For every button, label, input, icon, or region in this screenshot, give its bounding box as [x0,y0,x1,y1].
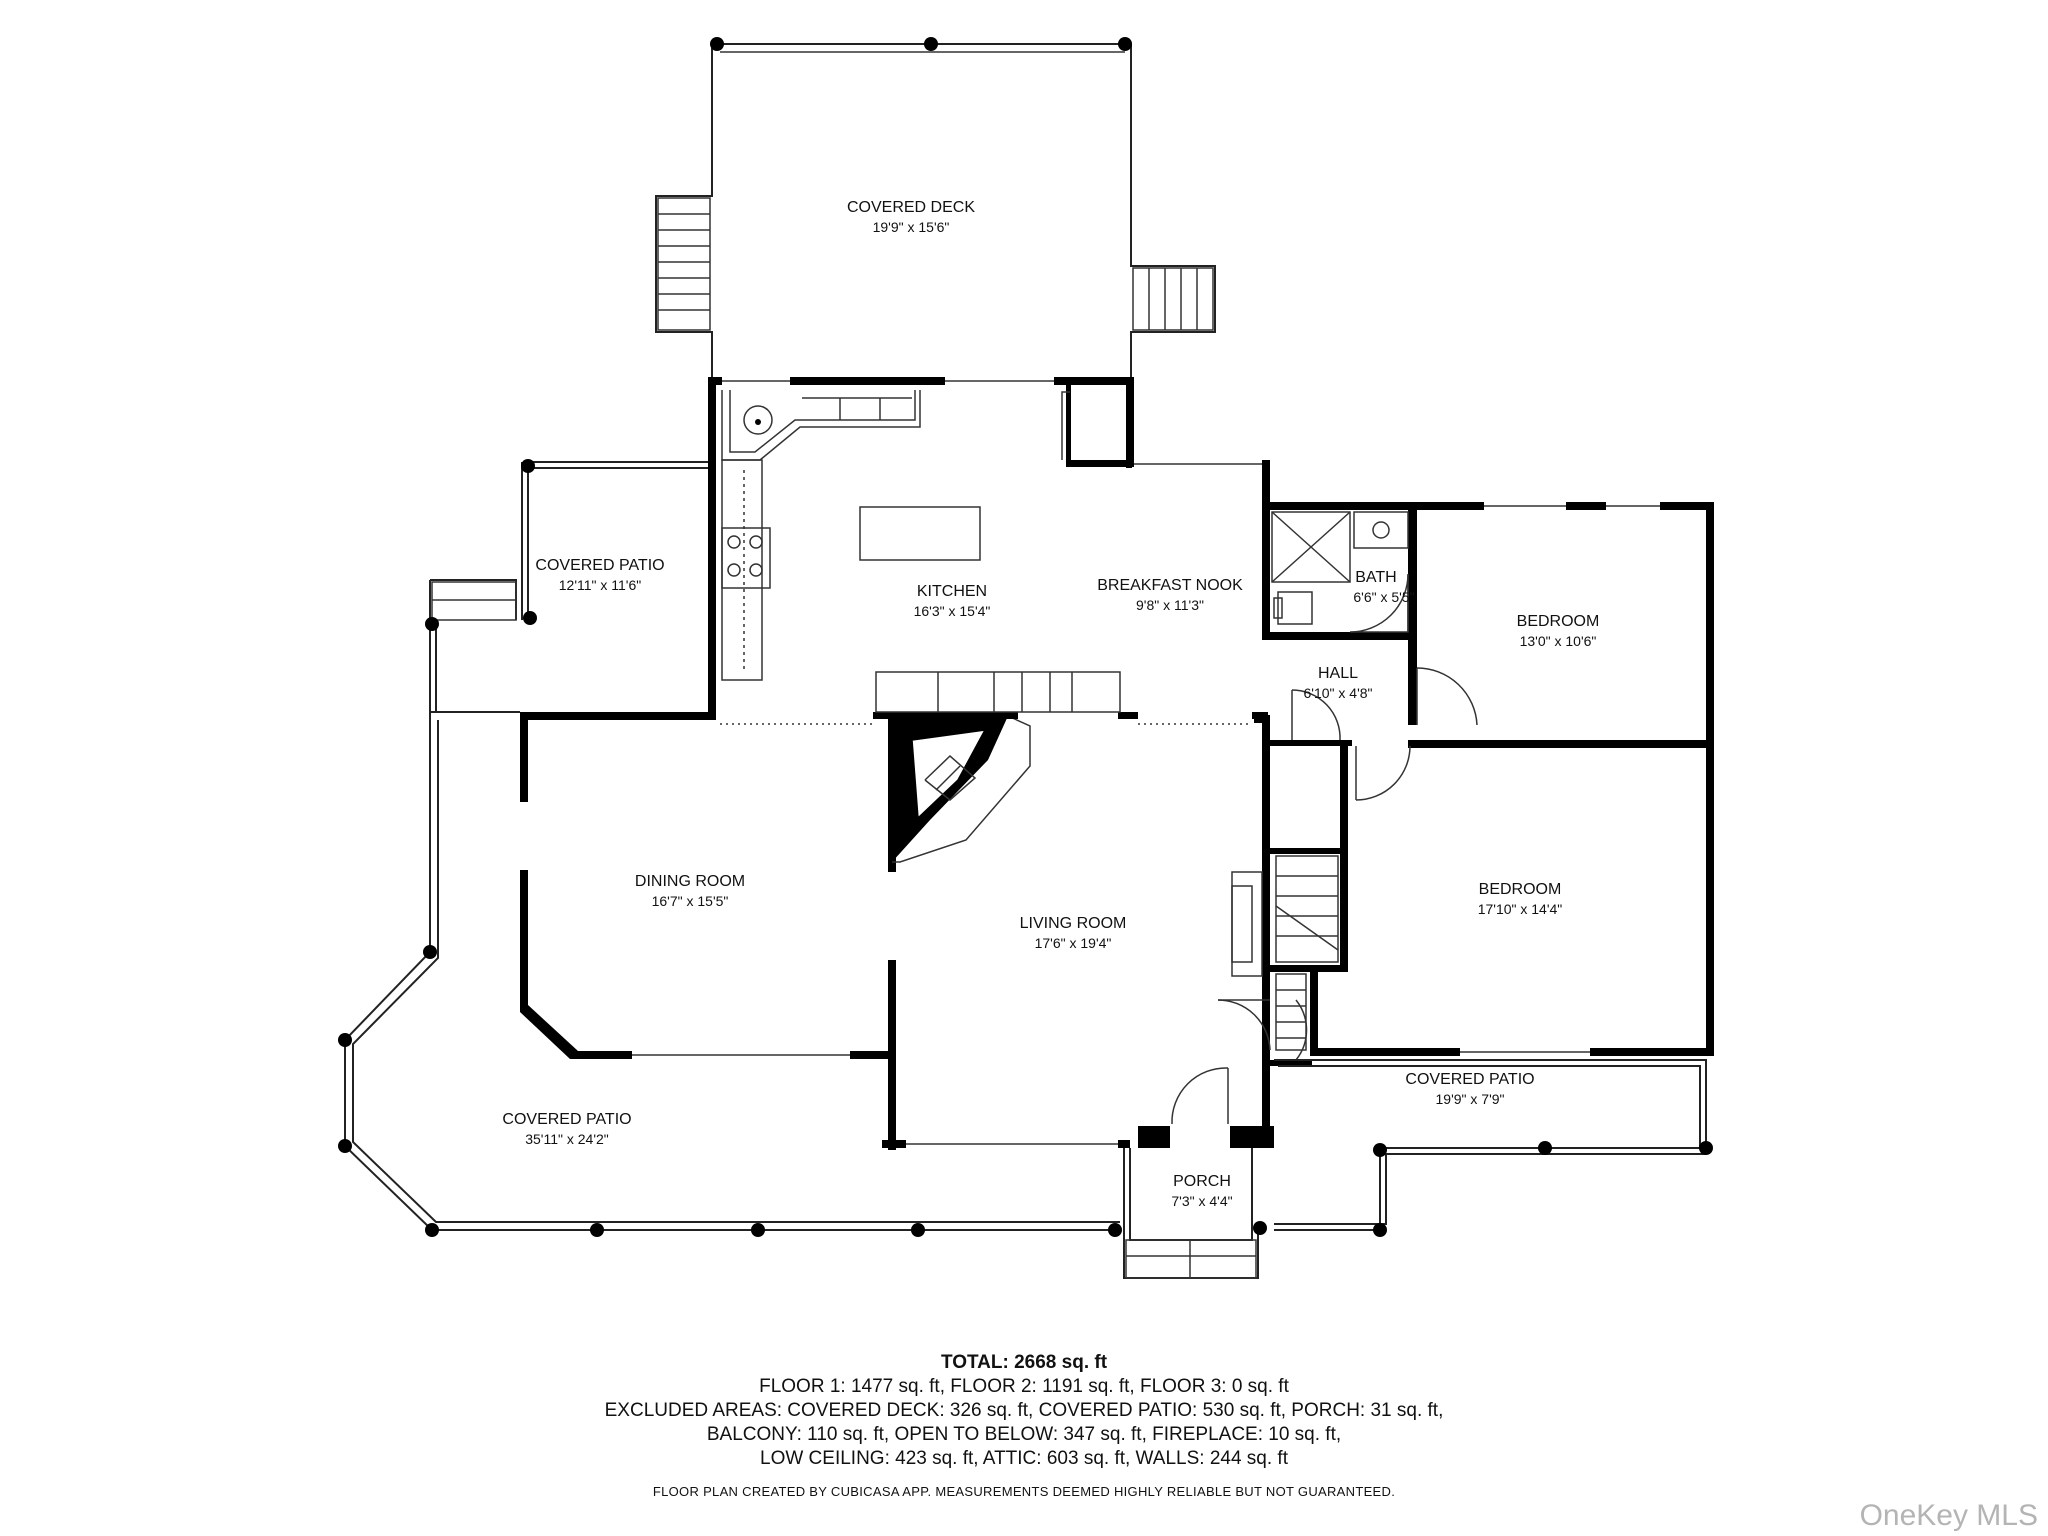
bedroom-1-dimensions: 13'0" x 10'6" [1520,633,1597,649]
living-room-label: LIVING ROOM [1020,915,1127,932]
covered-patio-2-label: COVERED PATIO [1405,1071,1534,1088]
excluded-areas-line-1: EXCLUDED AREAS: COVERED DECK: 326 sq. ft… [604,1400,1444,1421]
bath-dimensions: 6'6" x 5'5" [1353,589,1414,605]
covered-patio-upper-left [425,459,708,713]
sink-icon [1353,511,1409,549]
watermark: OneKey MLS [1859,1499,2038,1532]
toilet-icon [1277,591,1313,625]
breakfast-nook-label: BREAKFAST NOOK [1097,577,1243,594]
deck-stairs-right [1132,267,1214,331]
shower-icon [1271,511,1351,583]
covered-patio-1-label: COVERED PATIO [535,557,664,574]
covered-patio-wrap [338,712,1122,1237]
stove-icon [721,527,771,589]
covered-deck-label: COVERED DECK [847,199,975,216]
kitchen-dimensions: 16'3" x 15'4" [914,603,991,619]
porch-dimensions: 7'3" x 4'4" [1171,1193,1232,1209]
bath-label: BATH [1355,569,1396,586]
dining-room-dimensions: 16'7" x 15'5" [652,893,729,909]
covered-patio-right [1274,1059,1713,1237]
deck-stairs-left [657,197,711,331]
covered-patio-3-dimensions: 35'11" x 24'2" [525,1131,609,1147]
living-room-dimensions: 17'6" x 19'4" [1035,935,1112,951]
total-area: TOTAL: 2668 sq. ft [940,1352,1108,1373]
deck-post [1118,37,1132,51]
covered-patio-1-dimensions: 12'11" x 11'6" [559,577,642,593]
floor-areas: FLOOR 1: 1477 sq. ft, FLOOR 2: 1191 sq. … [759,1376,1289,1397]
deck-post [710,37,724,51]
porch-label: PORCH [1173,1173,1231,1190]
interior-stairs [1231,855,1339,1051]
excluded-areas-line-3: LOW CEILING: 423 sq. ft, ATTIC: 603 sq. … [760,1448,1288,1469]
walls [520,377,1714,1150]
kitchen-island [859,506,981,561]
dining-room-label: DINING ROOM [635,873,745,890]
kitchen-fixtures [721,390,1121,713]
room-labels: COVERED DECK 19'9" x 15'6" COVERED PATIO… [502,199,1599,1209]
bedroom-1-label: BEDROOM [1517,613,1600,630]
bedroom-2-label: BEDROOM [1479,881,1562,898]
porch [1123,1148,1267,1279]
breakfast-nook-dimensions: 9'8" x 11'3" [1136,597,1204,613]
excluded-areas-line-2: BALCONY: 110 sq. ft, OPEN TO BELOW: 347 … [706,1424,1342,1445]
kitchen-label: KITCHEN [917,583,987,600]
deck-post [924,37,938,51]
hall-dimensions: 6'10" x 4'8" [1304,685,1373,701]
disclaimer: FLOOR PLAN CREATED BY CUBICASA APP. MEAS… [652,1484,1396,1499]
hall-label: HALL [1318,665,1358,682]
covered-deck-dimensions: 19'9" x 15'6" [873,219,950,235]
covered-patio-2-dimensions: 19'9" x 7'9" [1436,1091,1505,1107]
bedroom-2-dimensions: 17'10" x 14'4" [1478,901,1563,917]
covered-patio-3-label: COVERED PATIO [502,1111,631,1128]
covered-deck [655,37,1216,380]
bath-fixtures [1271,511,1409,633]
